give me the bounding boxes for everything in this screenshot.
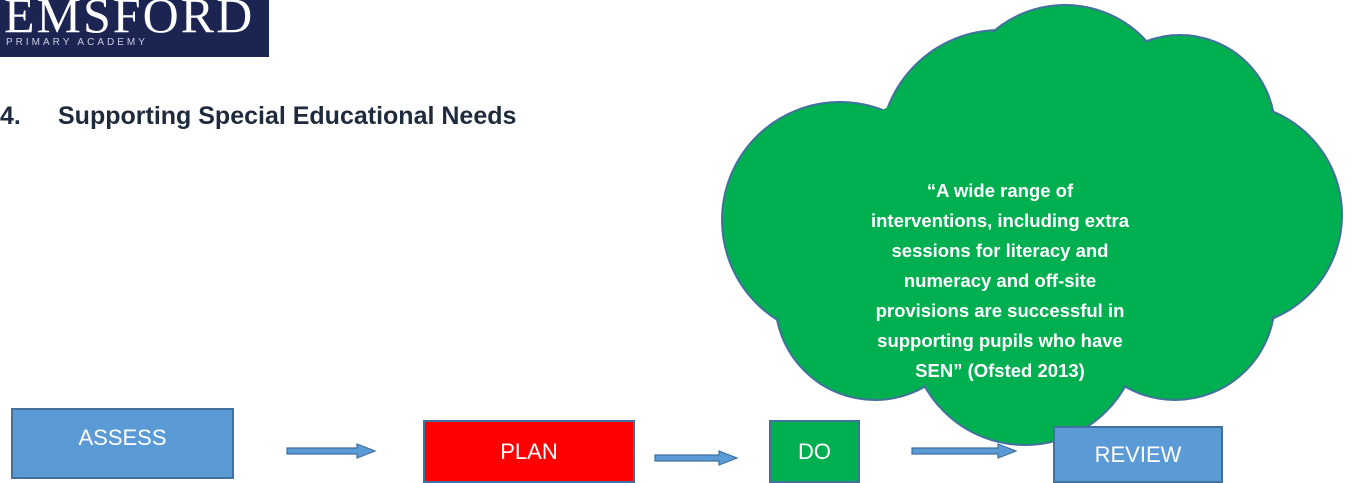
logo-name: EMSFORD [4, 0, 255, 43]
quote-line: SEN” (Ofsted 2013) [915, 360, 1085, 381]
arrow-do-to-review [911, 443, 1018, 459]
quote-line: interventions, including extra [870, 210, 1129, 231]
quote-line: “A wide range of [926, 180, 1074, 201]
academy-logo: EMSFORD PRIMARY ACADEMY [0, 0, 269, 57]
quote-line: numeracy and off-site [903, 270, 1097, 291]
quote-line: sessions for literacy and [891, 240, 1109, 261]
section-heading: 4. Supporting Special Educational Needs [0, 102, 516, 131]
plan-box: PLAN [423, 420, 635, 483]
logo-subtitle: PRIMARY ACADEMY [6, 37, 148, 48]
section-number: 4. [0, 102, 21, 130]
section-title: Supporting Special Educational Needs [58, 102, 517, 130]
quote-line: supporting pupils who have [877, 330, 1123, 351]
do-box: DO [769, 420, 860, 483]
quote-line: provisions are successful in [875, 300, 1125, 321]
arrow-plan-to-do [654, 450, 739, 466]
cloud-quote: “A wide range of interventions, includin… [805, 176, 1195, 386]
arrow-assess-to-plan [286, 443, 377, 459]
review-box: REVIEW [1053, 426, 1223, 483]
assess-box: ASSESS [11, 408, 234, 479]
